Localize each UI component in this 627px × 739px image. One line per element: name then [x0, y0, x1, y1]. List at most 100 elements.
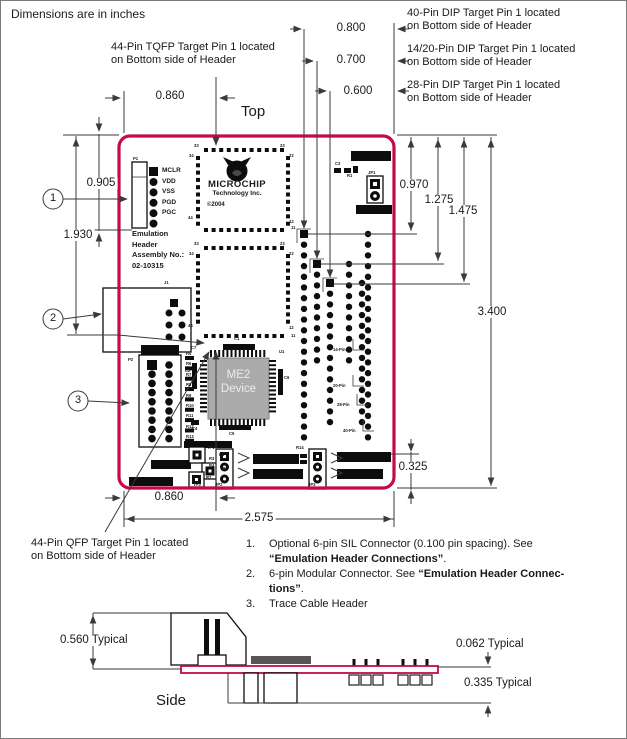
dim-1930: 1.930 [61, 229, 95, 241]
dim-1475: 1.475 [446, 205, 480, 217]
dim-top-0860: 0.860 [153, 90, 187, 102]
dim-1275: 1.275 [422, 194, 456, 206]
dip-label-40: 40-Pin [343, 428, 356, 433]
ref-r1: R1 [219, 452, 225, 457]
pin-label-vss: VSS [162, 188, 176, 195]
ref-r12: R12 [186, 424, 194, 429]
test-points [188, 446, 219, 488]
callout-qfp44-line2: on Bottom side of Header [31, 550, 156, 562]
ref-r13: R13 [186, 434, 194, 439]
ref-r1-top: R1 [347, 173, 353, 178]
pin-num: 33 [194, 241, 199, 246]
ref-r3: R3 [209, 456, 215, 461]
board-components [102, 148, 392, 490]
top-view-label: Top [241, 103, 266, 120]
note-3-number: 3. [246, 598, 256, 610]
ref-c1: C1 [234, 336, 240, 341]
ref-r11: R11 [186, 413, 194, 418]
dim-side-0335: 0.335 Typical [462, 677, 534, 689]
ref-p1: P1 [133, 156, 139, 161]
side-view [89, 612, 492, 717]
pin-num: 34 [189, 153, 194, 158]
callout-dip28: 28-Pin DIP Target Pin 1 located on Botto… [407, 79, 560, 105]
pin-num: 22 [289, 153, 294, 158]
note-3-text: Trace Cable Header [269, 598, 368, 610]
callout-dip28-line2: on Bottom side of Header [407, 92, 532, 104]
ref-p2: P2 [128, 357, 134, 362]
pin-num: 11 [291, 225, 296, 230]
ref-jp1: JP1 [368, 170, 376, 175]
side-view-label: Side [156, 692, 187, 709]
pin-num: 12 [289, 325, 294, 330]
logo-text: MICROCHIP [208, 179, 266, 190]
ref-c2: C2 [185, 368, 191, 373]
note-1-number: 1. [246, 538, 256, 550]
jumpers [215, 448, 344, 490]
note-3: 3. Trace Cable Header [246, 597, 618, 612]
dip-label-20: 20-Pin [333, 383, 346, 388]
ref-r9: R9 [186, 393, 192, 398]
chip-label: ME2 Device [208, 368, 269, 396]
ref-r6: R6 [186, 361, 192, 366]
pin-num: 23 [280, 143, 285, 148]
callout-circle-1: 1 [49, 192, 57, 204]
ref-tp1: TP1 [207, 445, 215, 450]
pin-label-pgd: PGD [162, 198, 177, 206]
assembly-line2: Header [132, 239, 158, 249]
pin-num: 33 [194, 143, 199, 148]
callout-tqfp44-line2: on Bottom side of Header [111, 54, 236, 66]
chip-label-line1: ME2 [226, 369, 251, 381]
ref-c4: C4 [192, 426, 198, 431]
dim-bottom-0860: 0.860 [152, 491, 186, 503]
ref-c6: C6 [284, 375, 290, 380]
ref-c7: C7 [191, 345, 197, 350]
dim-2575: 2.575 [242, 512, 276, 524]
note-1: 1. Optional 6-pin SIL Connector (0.100 p… [246, 537, 618, 567]
ref-r4: R4 [209, 463, 215, 468]
assembly-line3: Assembly No.: [132, 250, 185, 259]
dim-side-0062: 0.062 Typical [454, 638, 526, 650]
dip-label-28: 28-Pin [337, 402, 350, 407]
ref-r10: R10 [186, 403, 194, 408]
dip-label-14: 14-Pin [333, 347, 346, 352]
ref-r2: R2 [206, 475, 212, 480]
component-bars [129, 151, 392, 486]
pin-num: 44 [188, 215, 193, 220]
dim-0800: 0.800 [334, 22, 368, 34]
callout-qfp44: 44-Pin QFP Target Pin 1 located on Botto… [31, 537, 188, 563]
logo-subtext: Technology Inc. [212, 190, 262, 197]
dim-3400: 3.400 [475, 306, 509, 318]
callout-tqfp44: 44-Pin TQFP Target Pin 1 located on Bott… [111, 41, 275, 67]
ref-tp2: TP2 [220, 466, 228, 471]
callout-dip40: 40-Pin DIP Target Pin 1 located on Botto… [407, 7, 560, 33]
dim-0700: 0.700 [334, 54, 368, 66]
pin-num: 34 [189, 251, 194, 256]
callout-dip28-line1: 28-Pin DIP Target Pin 1 located [407, 79, 561, 91]
chip-label-line2: Device [220, 383, 257, 395]
assembly-line1: Emulation [132, 229, 169, 238]
ref-r5: R5 [186, 351, 192, 356]
callout-dip1420-line1: 14/20-Pin DIP Target Pin 1 located [407, 43, 576, 55]
dimension-lines [42, 23, 497, 533]
callout-tqfp44-line1: 44-Pin TQFP Target Pin 1 located [111, 41, 275, 53]
dim-0600: 0.600 [341, 85, 375, 97]
ref-r7: R7 [186, 372, 192, 377]
callout-dip1420: 14/20-Pin DIP Target Pin 1 located on Bo… [407, 43, 575, 69]
dim-0905: 0.905 [84, 177, 118, 189]
units-note: Dimensions are in inches [11, 7, 146, 21]
ref-c3: C3 [335, 161, 341, 166]
ref-j1: J1 [164, 280, 169, 285]
board-outline [117, 134, 396, 490]
pin-label-mclr: MCLR [162, 167, 181, 174]
ref-r8: R8 [186, 382, 192, 387]
dim-0970: 0.970 [397, 179, 431, 191]
ref-jp2: JP2 [215, 482, 223, 487]
assembly-text: Emulation Header Assembly No.: 02-10315 [132, 229, 184, 271]
dim-side-0560: 0.560 Typical [58, 634, 130, 646]
callout-qfp44-line1: 44-Pin QFP Target Pin 1 located [31, 537, 189, 549]
callout-circle-2: 2 [49, 312, 57, 324]
pin-num: 44 [188, 323, 193, 328]
ref-r14: R14 [296, 445, 304, 450]
